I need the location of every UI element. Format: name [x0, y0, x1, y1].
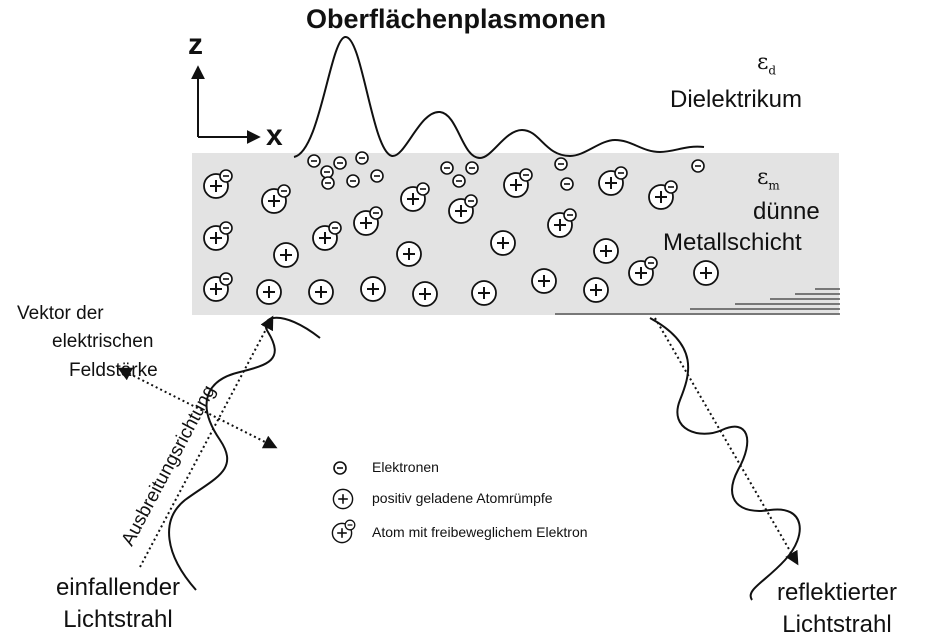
positive-ion [532, 269, 556, 293]
field-vector-label-line3: Feldstärke [69, 360, 158, 382]
incident-label-line1: einfallender [18, 574, 218, 602]
x-axis-label: x [266, 119, 283, 153]
reflected-wave [650, 318, 800, 600]
legend-symbols [332, 462, 354, 543]
electron [453, 175, 465, 187]
reflected-label-line2: Lichtstrahl [752, 611, 922, 639]
diagram-title: Oberflächenplasmonen [306, 4, 606, 35]
z-axis-label: z [188, 28, 203, 62]
electron [441, 162, 453, 174]
electron [347, 175, 359, 187]
reflected-beam [650, 318, 800, 600]
positive-ion [491, 231, 515, 255]
positive-ion [309, 280, 333, 304]
electron [466, 162, 478, 174]
positive-ion [274, 243, 298, 267]
electron [334, 157, 346, 169]
positive-ion [257, 280, 281, 304]
positive-ion [361, 277, 385, 301]
reflected-label-line1: reflektierter [752, 579, 922, 607]
legend-electron-symbol [334, 462, 346, 474]
legend-ion-label: positiv geladene Atomrümpfe [372, 490, 553, 506]
electron [561, 178, 573, 190]
positive-ion [472, 281, 496, 305]
incident-label-line2: Lichtstrahl [18, 606, 218, 634]
positive-ion [594, 239, 618, 263]
metal-epsilon: εm [757, 165, 780, 192]
field-vector-label-line2: elektrischen [52, 331, 153, 353]
reflected-propagation-arrow [655, 318, 797, 563]
dielectric-label: Dielektrikum [670, 86, 802, 114]
positive-ion [584, 278, 608, 302]
legend-atom-label: Atom mit freibeweglichem Elektron [372, 524, 588, 540]
dielectric-epsilon: εd [757, 50, 776, 77]
electron [322, 177, 334, 189]
surface-plasmon-wave [294, 37, 704, 158]
electron [692, 160, 704, 172]
incident-wave [169, 318, 320, 590]
positive-ion [413, 282, 437, 306]
electron [555, 158, 567, 170]
incident-propagation-arrow [140, 318, 272, 567]
legend-ion-symbol [333, 489, 352, 508]
positive-ion [694, 261, 718, 285]
electron [356, 152, 368, 164]
metal-label-line1: dünne [753, 198, 820, 226]
electron [321, 166, 333, 178]
incident-beam [120, 318, 320, 590]
legend-atom-symbol [332, 520, 354, 542]
electron [308, 155, 320, 167]
positive-ion [397, 242, 421, 266]
coordinate-axes [198, 68, 258, 137]
metal-label-line2: Metallschicht [663, 229, 802, 257]
electron [371, 170, 383, 182]
legend-electron-label: Elektronen [372, 459, 439, 475]
field-vector-label-line1: Vektor der [17, 303, 104, 325]
